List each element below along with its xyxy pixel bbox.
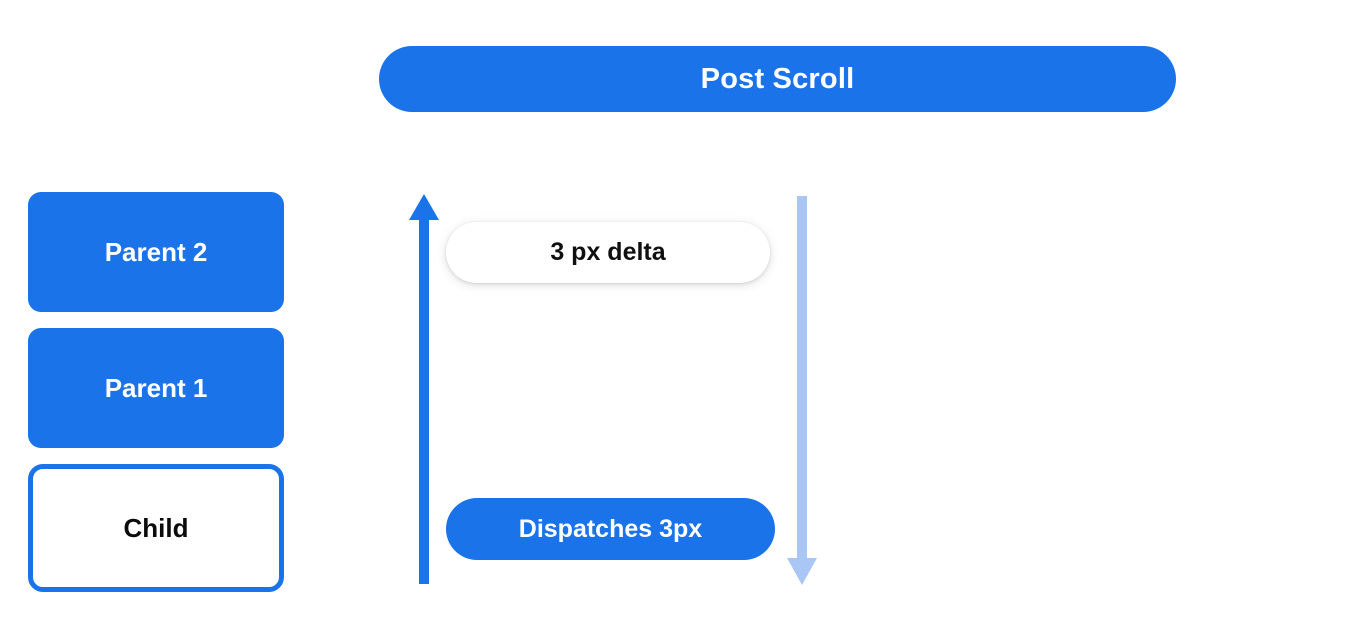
node-parent-2-label: Parent 2 xyxy=(104,237,208,267)
node-stack: Parent 2 Parent 1 Child xyxy=(28,192,284,592)
node-parent-2: Parent 2 xyxy=(28,192,284,312)
scroll-up-arrow-icon xyxy=(407,194,441,591)
node-child: Child xyxy=(28,464,284,592)
node-parent-1: Parent 1 xyxy=(28,328,284,448)
node-child-label: Child xyxy=(123,513,189,543)
node-parent-1-label: Parent 1 xyxy=(104,373,208,403)
post-scroll-title: Post Scroll xyxy=(700,62,855,95)
dispatch-annotation-label: Dispatches 3px xyxy=(518,514,703,543)
dispatch-annotation-pill: Dispatches 3px xyxy=(446,498,775,560)
delta-annotation-pill: 3 px delta xyxy=(446,222,770,283)
dispatch-down-arrow-icon xyxy=(785,194,819,591)
delta-annotation-label: 3 px delta xyxy=(550,238,666,266)
post-scroll-header-pill: Post Scroll xyxy=(379,46,1176,112)
